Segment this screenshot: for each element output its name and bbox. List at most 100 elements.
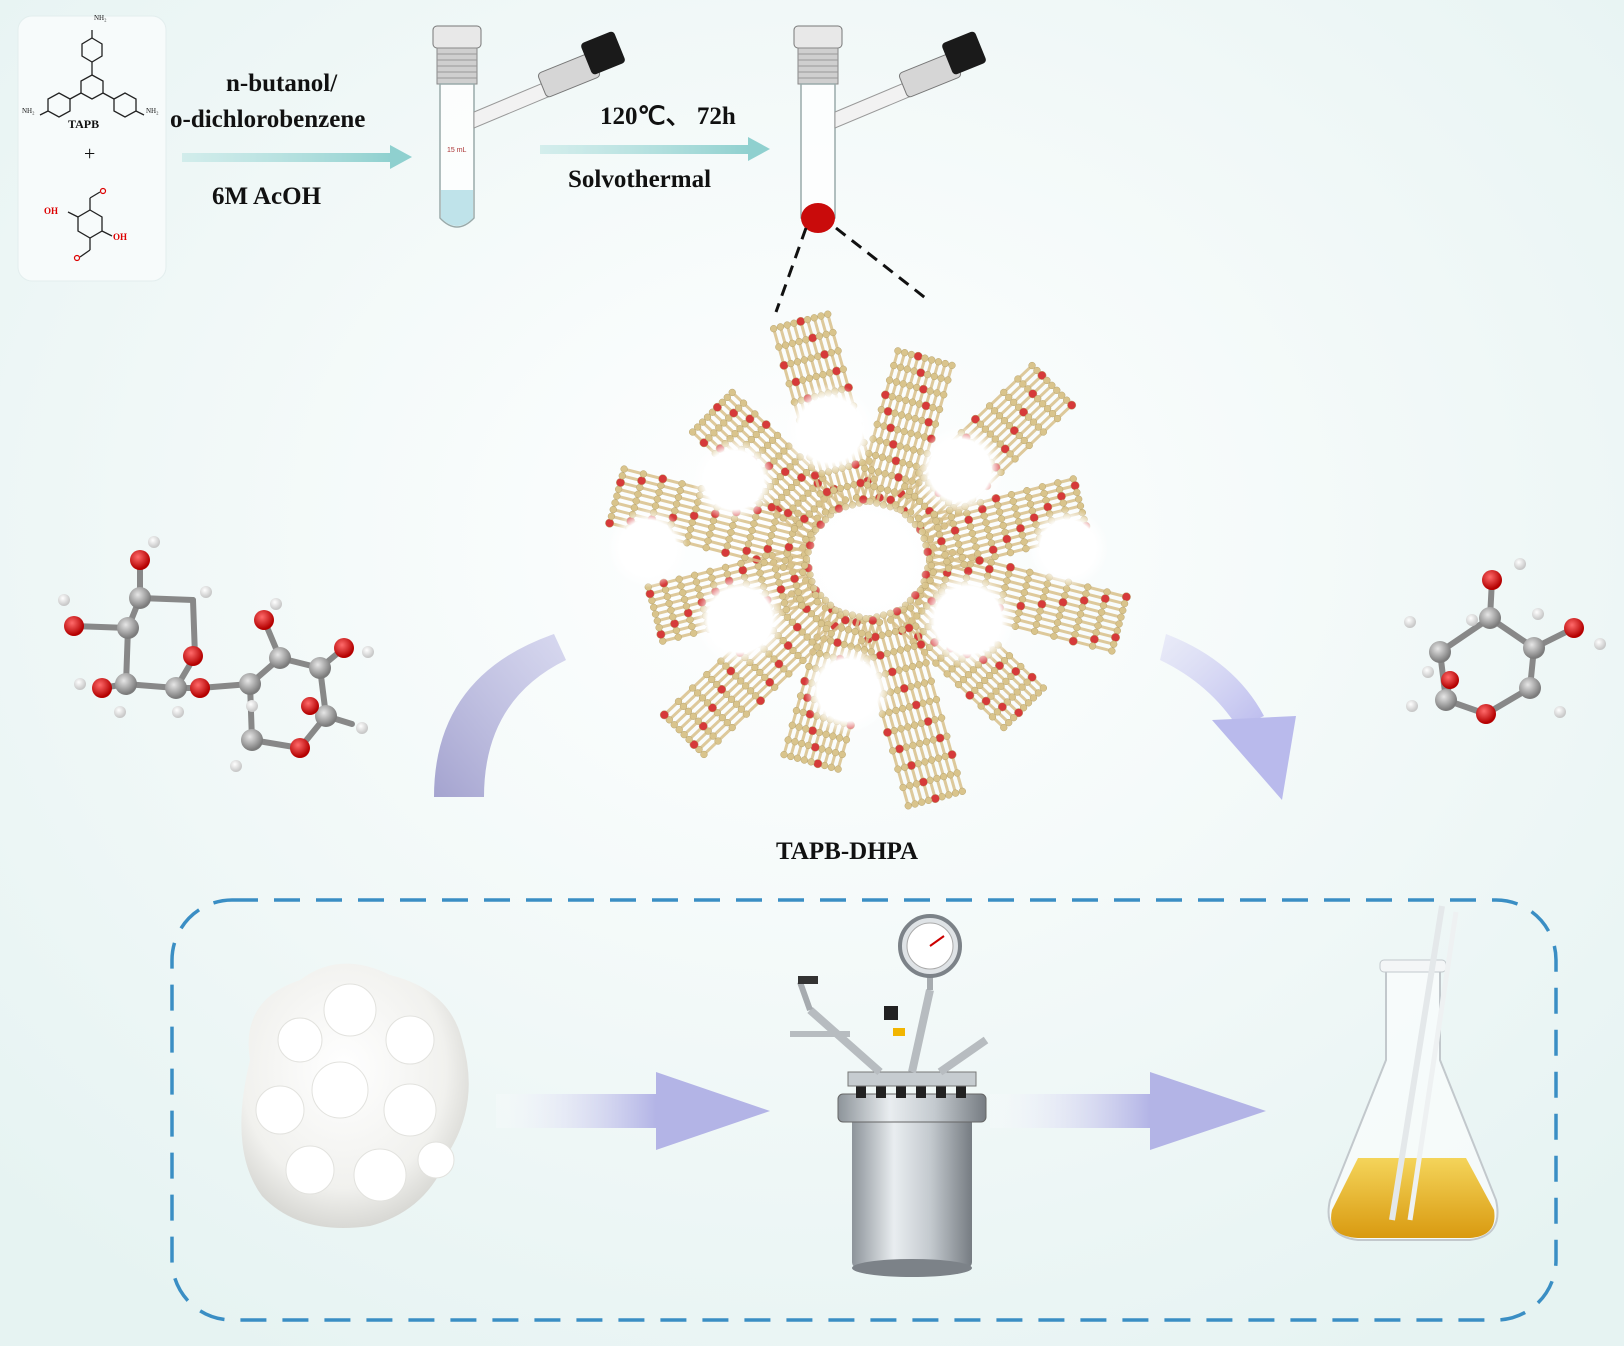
carbon-atom bbox=[985, 402, 994, 410]
carbon-atom bbox=[715, 424, 723, 432]
oxygen-atom bbox=[783, 641, 793, 651]
carbon-atom bbox=[700, 750, 708, 759]
oxygen-atom bbox=[883, 727, 892, 737]
carbon-atom bbox=[703, 413, 712, 421]
oxygen-atom bbox=[975, 556, 985, 565]
carbon-atom bbox=[929, 568, 937, 576]
carbon-atom bbox=[703, 699, 712, 707]
carbon-atom bbox=[946, 771, 955, 779]
carbon-atom bbox=[783, 488, 791, 497]
carbon-atom bbox=[1097, 608, 1106, 616]
carbon-atom bbox=[1110, 640, 1118, 648]
oxygen-atom bbox=[1002, 534, 1012, 544]
oxygen-atom bbox=[797, 473, 806, 483]
oxygen-atom bbox=[888, 439, 898, 449]
carbon-atom bbox=[611, 499, 619, 507]
oxygen-atom bbox=[717, 684, 727, 694]
carbon-atom bbox=[900, 427, 908, 436]
carbon-atom bbox=[788, 339, 797, 348]
carbon-atom bbox=[844, 626, 852, 634]
carbon-atom bbox=[704, 537, 712, 545]
carbon-atom bbox=[815, 332, 824, 340]
step1-arrow bbox=[182, 145, 412, 169]
carbon-atom bbox=[912, 780, 921, 788]
carbon-atom bbox=[980, 512, 988, 520]
carbon-atom bbox=[836, 484, 845, 493]
carbon-atom bbox=[892, 706, 900, 715]
oxygen-atom bbox=[659, 710, 669, 720]
oxygen-atom bbox=[1028, 389, 1038, 399]
carbon-atom bbox=[707, 523, 716, 532]
carbon-atom bbox=[768, 436, 777, 445]
carbon-atom bbox=[885, 629, 893, 638]
carbon-atom bbox=[732, 672, 740, 680]
carbon-atom bbox=[787, 359, 795, 368]
carbon-atom bbox=[632, 497, 640, 505]
carbon-atom bbox=[787, 752, 795, 761]
erlenmeyer-flask bbox=[1327, 905, 1499, 1241]
carbon-atom bbox=[655, 623, 663, 632]
carbon-atom bbox=[1007, 490, 1016, 499]
carbon-atom bbox=[867, 466, 876, 474]
carbon-atom bbox=[651, 610, 660, 618]
carbon-atom bbox=[770, 655, 778, 663]
carbon-atom bbox=[898, 626, 906, 634]
oxygen-atom bbox=[947, 750, 957, 760]
carbon-atom bbox=[997, 682, 1005, 690]
method-label: Solvothermal bbox=[568, 166, 712, 193]
carbon-atom bbox=[1025, 493, 1033, 502]
cof-pore bbox=[804, 646, 892, 734]
carbon-atom bbox=[741, 420, 749, 428]
carbon-atom bbox=[911, 415, 919, 423]
carbon-atom bbox=[810, 505, 818, 513]
carbon-atom bbox=[791, 738, 799, 746]
oxygen-atom bbox=[820, 350, 830, 359]
carbon-atom bbox=[1078, 603, 1086, 611]
carbon-atom bbox=[792, 706, 801, 715]
carbon-atom bbox=[861, 464, 869, 472]
carbon-atom bbox=[663, 592, 671, 601]
oxygen-atom bbox=[790, 574, 800, 584]
carbon-atom bbox=[864, 631, 873, 639]
carbon-atom bbox=[906, 382, 914, 390]
oxygen-atom bbox=[726, 666, 736, 676]
carbon-atom bbox=[1040, 489, 1048, 498]
oxygen-atom bbox=[658, 474, 668, 484]
carbon-atom bbox=[798, 739, 806, 748]
carbon-atom bbox=[671, 507, 679, 515]
carbon-atom bbox=[930, 510, 938, 518]
oxygen-atom bbox=[930, 794, 940, 804]
carbon-atom bbox=[788, 721, 796, 729]
oxygen-atom bbox=[921, 401, 931, 411]
carbon-atom bbox=[986, 430, 994, 438]
carbon-atom bbox=[1058, 391, 1066, 399]
carbon-atom bbox=[788, 618, 796, 626]
carbon-atom bbox=[929, 403, 937, 412]
carbon-atom bbox=[734, 404, 743, 412]
oxygen-atom bbox=[1000, 444, 1010, 454]
carbon-atom bbox=[1053, 619, 1062, 627]
oxygen-atom bbox=[911, 700, 921, 710]
carbon-atom bbox=[1010, 398, 1018, 406]
carbon-atom bbox=[892, 378, 901, 386]
carbon-atom bbox=[870, 482, 878, 491]
carbon-atom bbox=[651, 502, 660, 510]
carbon-atom bbox=[765, 538, 774, 546]
carbon-atom bbox=[720, 419, 728, 427]
carbon-atom bbox=[904, 802, 912, 810]
oxygen-atom bbox=[698, 721, 708, 731]
carbon-atom bbox=[988, 713, 997, 721]
carbon-atom bbox=[858, 629, 866, 638]
carbon-atom bbox=[698, 418, 707, 426]
carbon-atom bbox=[951, 789, 960, 797]
carbon-atom bbox=[1048, 381, 1056, 389]
oxygen-atom bbox=[784, 542, 794, 552]
carbon-atom bbox=[650, 603, 658, 611]
carbon-atom bbox=[920, 679, 929, 687]
oxygen-atom bbox=[971, 414, 980, 424]
carbon-atom bbox=[992, 687, 1000, 695]
carbon-atom bbox=[722, 690, 731, 699]
cof-pore bbox=[1028, 508, 1108, 588]
carbon-atom bbox=[731, 430, 739, 438]
